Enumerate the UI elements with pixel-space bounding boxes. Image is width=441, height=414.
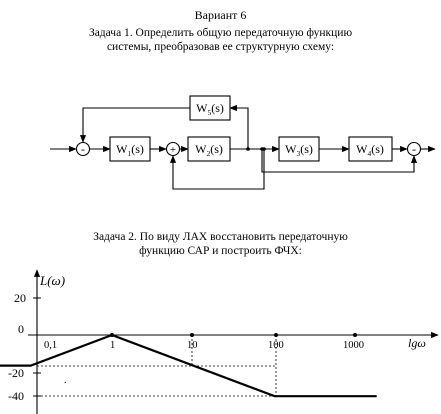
x-tick-dot — [353, 333, 357, 337]
block-w1 — [109, 136, 151, 162]
task2-text-line2: функцию САР и построить ФЧХ: — [139, 245, 302, 257]
block-w5-label: W5(s) — [196, 101, 224, 117]
block-w1-label: W1(s) — [116, 142, 144, 158]
feedback-line-w5 — [229, 104, 249, 149]
x-axis-label: lgω — [408, 336, 426, 350]
branch-point — [262, 147, 266, 151]
stray-dot: . — [64, 375, 67, 386]
block-w2-label: W2(s) — [195, 142, 223, 158]
block-w3 — [278, 136, 320, 162]
feedback-line-local — [169, 149, 265, 190]
summer-2 — [165, 141, 181, 157]
task2-text-line1: Задача 2. По виду ЛАХ восстановить перед… — [93, 231, 348, 243]
summer-2-sign: + — [170, 144, 176, 156]
y-tick-label: 0 — [18, 322, 24, 336]
variant-title: Вариант 6 — [194, 8, 247, 22]
summer-1 — [75, 141, 91, 157]
y-tick-label: 20 — [14, 291, 26, 305]
summer-1-sign: - — [81, 142, 85, 156]
x-tick-label: 0,1 — [44, 340, 57, 351]
block-w3-label: W3(s) — [285, 142, 313, 158]
x-tick-label: 1000 — [343, 340, 364, 351]
feedforward-line — [261, 149, 418, 173]
block-w4-label: W4(s) — [356, 142, 384, 158]
y-tick-label: -40 — [8, 389, 24, 403]
y-axis-label: L(ω) — [39, 273, 65, 288]
block-w4 — [348, 136, 393, 162]
task1-text-line2: системы, преобразовав ее структурную схе… — [106, 41, 335, 53]
summer-3-sign: - — [412, 142, 416, 156]
summer-3 — [406, 141, 422, 157]
x-tick-label: 100 — [268, 340, 284, 351]
x-tick-label: 10 — [187, 340, 198, 351]
feedback-line-outer — [79, 107, 190, 143]
block-w2 — [187, 136, 231, 162]
y-tick-label: -20 — [8, 366, 24, 380]
task1-text-line1: Задача 1. Определить общую передаточную … — [88, 27, 353, 39]
x-tick-label: 1 — [110, 340, 115, 351]
branch-point — [246, 147, 250, 151]
block-w5 — [189, 95, 231, 121]
